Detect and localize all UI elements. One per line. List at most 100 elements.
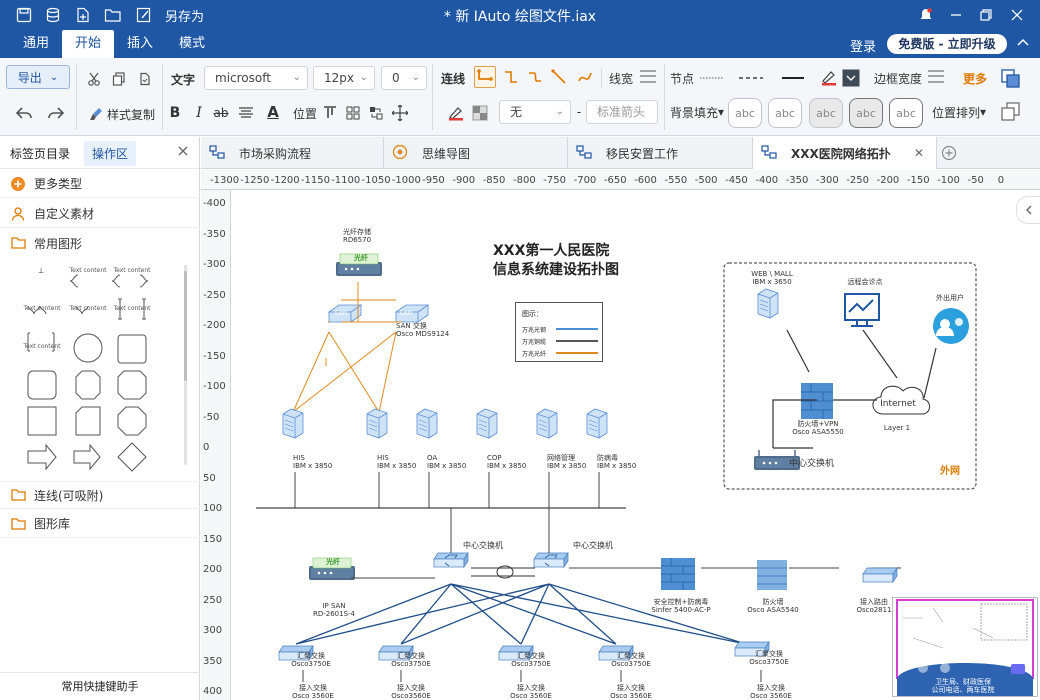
dashed-line-icon[interactable] — [737, 68, 765, 88]
login-link[interactable]: 登录 — [850, 40, 877, 55]
font-color-button[interactable]: A — [267, 103, 279, 121]
italic-button[interactable]: I — [196, 105, 202, 121]
strikethrough-button[interactable]: ab — [213, 106, 229, 120]
redo-icon[interactable] — [43, 100, 69, 126]
more-types-row[interactable]: 更多类型 — [0, 170, 200, 198]
database-icon[interactable] — [43, 5, 63, 25]
doc-tab-mindmap[interactable]: 思维导图 — [384, 137, 568, 169]
bold-button[interactable]: B — [169, 105, 181, 121]
shortcut-helper[interactable]: 常用快捷键助手 — [0, 672, 200, 700]
line-style-select[interactable]: 无⌄ — [499, 100, 571, 124]
more-link[interactable]: 更多 — [962, 71, 987, 86]
cut-icon[interactable] — [85, 70, 103, 88]
style-sample-3[interactable]: abc — [809, 98, 843, 128]
style-sample-5[interactable]: abc — [889, 98, 923, 128]
connector-label: 连线(可吸附) — [34, 488, 104, 503]
border-dropdown-icon[interactable] — [841, 67, 861, 89]
doc-tab-hospital[interactable]: XXX医院网络拓扑 ✕ — [753, 137, 937, 169]
text-content-shape[interactable]: Text content — [113, 305, 151, 312]
minimize-button[interactable] — [945, 4, 967, 26]
ruler-tick-label: 150 — [203, 533, 223, 545]
doc-tab-migration[interactable]: 移民安置工作 — [568, 137, 753, 169]
connector-row[interactable]: 连线(可吸附) — [0, 481, 200, 509]
free-connector-icon[interactable] — [574, 66, 596, 88]
server-name: 防病毒 — [597, 454, 618, 462]
paste-icon[interactable] — [136, 70, 154, 88]
separator — [601, 68, 602, 88]
arrow-style-input[interactable]: 标准箭头 — [586, 100, 658, 124]
font-size-select[interactable]: 12px⌄ — [313, 66, 375, 90]
tab-outline[interactable]: 标签页目录 — [10, 147, 71, 161]
curve-connector-icon[interactable] — [524, 66, 546, 88]
tab-operation[interactable]: 操作区 — [84, 141, 137, 166]
text-content-shape[interactable]: Text content — [69, 305, 107, 312]
move-icon[interactable] — [390, 103, 410, 123]
spacing-select[interactable]: 0⌄ — [381, 66, 427, 90]
tab-general[interactable]: 通用 — [22, 36, 49, 51]
align-icon[interactable] — [236, 103, 256, 123]
text-content-shape[interactable]: Text content — [69, 267, 107, 274]
folder-icon — [10, 237, 26, 249]
close-icon[interactable] — [178, 145, 188, 159]
copy-icon[interactable] — [110, 70, 128, 88]
ruler-tick-label: -1000 — [391, 175, 421, 186]
text-content-shape[interactable]: Text content — [23, 305, 61, 312]
open-folder-icon[interactable] — [103, 5, 123, 25]
style-sample-4[interactable]: abc — [849, 98, 883, 128]
close-icon[interactable]: ✕ — [913, 146, 924, 160]
close-button[interactable] — [1006, 4, 1028, 26]
ruler-tick-label: -1100 — [331, 175, 361, 186]
line-width-icon[interactable] — [637, 66, 659, 88]
arrange-button[interactable]: 位置排列▾ — [930, 102, 988, 122]
step-connector-icon[interactable] — [500, 66, 522, 88]
style-sample-2[interactable]: abc — [768, 98, 802, 128]
save-as-label[interactable]: 另存为 — [165, 10, 205, 25]
upgrade-button[interactable]: 免费版 - 立即升级 — [887, 34, 1007, 54]
format-copy-button[interactable]: 样式复制 — [86, 104, 158, 124]
straight-connector-icon[interactable] — [548, 66, 570, 88]
notification-icon[interactable] — [915, 4, 937, 26]
common-shapes-row[interactable]: 常用图形 — [0, 229, 200, 257]
text-content-shape[interactable]: Text content — [23, 343, 61, 350]
save-as-icon[interactable] — [134, 5, 154, 25]
shape-library-row[interactable]: 图形库 — [0, 510, 200, 538]
text-content-shape[interactable]: Text content — [113, 267, 151, 274]
bg-fill-button[interactable]: 背景填充▾ — [668, 102, 726, 122]
ruler-tick-label: 250 — [203, 594, 223, 606]
layer-icon[interactable] — [999, 67, 1023, 91]
export-button[interactable]: 导出 ⌄ — [6, 65, 70, 89]
ruler-tick-label: -700 — [573, 175, 597, 186]
layer-order-icon[interactable] — [999, 100, 1023, 124]
line-color-icon[interactable] — [445, 102, 467, 124]
ruler-tick-label: -200 — [203, 320, 226, 331]
solid-line-icon[interactable] — [779, 68, 807, 88]
elbow-connector-icon[interactable] — [474, 66, 496, 88]
minimap[interactable]: 卫生局、财政医保 公司电话、两车医院 — [892, 597, 1038, 697]
new-file-icon[interactable] — [73, 5, 93, 25]
tab-start[interactable]: 开始 — [62, 30, 114, 58]
collapse-ribbon-icon[interactable] — [1017, 36, 1029, 50]
border-color-icon[interactable] — [819, 67, 839, 89]
pattern-icon[interactable] — [469, 102, 491, 124]
custom-material-row[interactable]: 自定义素材 — [0, 200, 200, 228]
distribute-icon[interactable] — [344, 103, 362, 123]
dotted-line-icon[interactable] — [698, 68, 726, 88]
server-model: IBM x 3850 — [377, 462, 417, 470]
doc-tab-market[interactable]: 市场采购流程 — [201, 137, 384, 169]
collapse-right-panel-icon[interactable] — [1016, 196, 1040, 224]
access-router-label: 接入路由 Osco2811 — [856, 598, 892, 614]
add-tab-button[interactable] — [941, 137, 965, 169]
tab-insert[interactable]: 插入 — [126, 36, 153, 51]
maximize-button[interactable] — [975, 4, 997, 26]
ruler-tick-label: -100 — [937, 175, 960, 186]
border-width-icon[interactable] — [925, 66, 947, 88]
group-icon[interactable] — [367, 103, 385, 123]
font-family-select[interactable]: microsoft⌄ — [204, 66, 308, 90]
save-icon[interactable] — [14, 5, 34, 25]
align-top-icon[interactable] — [321, 103, 339, 123]
undo-icon[interactable] — [11, 100, 37, 126]
style-sample-1[interactable]: abc — [728, 98, 762, 128]
ruler-tick-label: -300 — [203, 259, 226, 270]
tab-mode[interactable]: 模式 — [178, 36, 205, 51]
